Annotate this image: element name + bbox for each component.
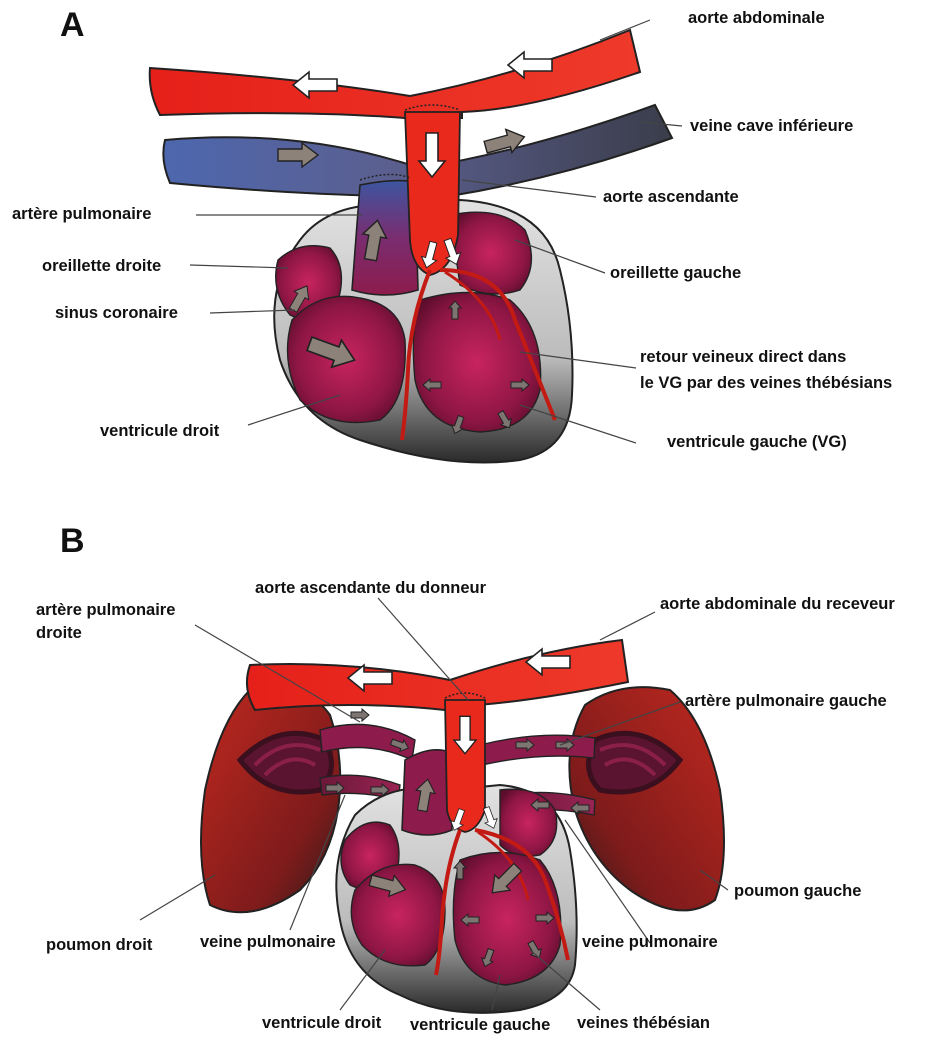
label-donor-ascending-aorta: aorte ascendante du donneur	[255, 578, 486, 598]
label-ascending-aorta: aorte ascendante	[603, 187, 739, 207]
panel-label-a: A	[60, 6, 85, 45]
label-pulmonary-artery: artère pulmonaire	[12, 204, 151, 224]
label-abdominal-aorta: aorte abdominale	[688, 8, 825, 28]
pulmonary-flow-arrow	[351, 709, 369, 721]
right-lung	[201, 688, 340, 912]
label-venous-return-line2: le VG par des veines thébésians	[640, 373, 892, 393]
label-right-ventricle-a: ventricule droit	[100, 421, 219, 441]
label-coronary-sinus: sinus coronaire	[55, 303, 178, 323]
label-right-lung: poumon droit	[46, 935, 152, 955]
label-venous-return-line1: retour veineux direct dans	[640, 347, 846, 367]
left-ventricle-a	[413, 293, 540, 433]
label-pulmonary-vein-right-side: veine pulmonaire	[200, 932, 336, 952]
label-left-pulmonary-artery: artère pulmonaire gauche	[685, 691, 887, 711]
abdominal-aorta-a	[150, 30, 640, 118]
label-left-atrium: oreillette gauche	[610, 263, 741, 283]
label-left-lung: poumon gauche	[734, 881, 861, 901]
label-right-pulmonary-artery-line1: artère pulmonaire	[36, 600, 175, 620]
label-left-ventricle-b: ventricule gauche	[410, 1015, 550, 1035]
label-left-ventricle-a: ventricule gauche (VG)	[667, 432, 847, 452]
label-pulmonary-vein-left-side: veine pulmonaire	[582, 932, 718, 952]
label-right-pulmonary-artery-line2: droite	[36, 623, 82, 643]
label-inferior-vena-cava: veine cave inférieure	[690, 116, 853, 136]
recipient-abdominal-aorta	[247, 640, 628, 710]
label-thebesian-veins: veines thébésian	[577, 1013, 710, 1033]
panel-label-b: B	[60, 522, 85, 561]
label-recipient-abdominal-aorta: aorte abdominale du receveur	[660, 594, 895, 614]
panel-a-illustration	[150, 20, 682, 463]
label-right-atrium: oreillette droite	[42, 256, 161, 276]
label-right-ventricle-b: ventricule droit	[262, 1013, 381, 1033]
